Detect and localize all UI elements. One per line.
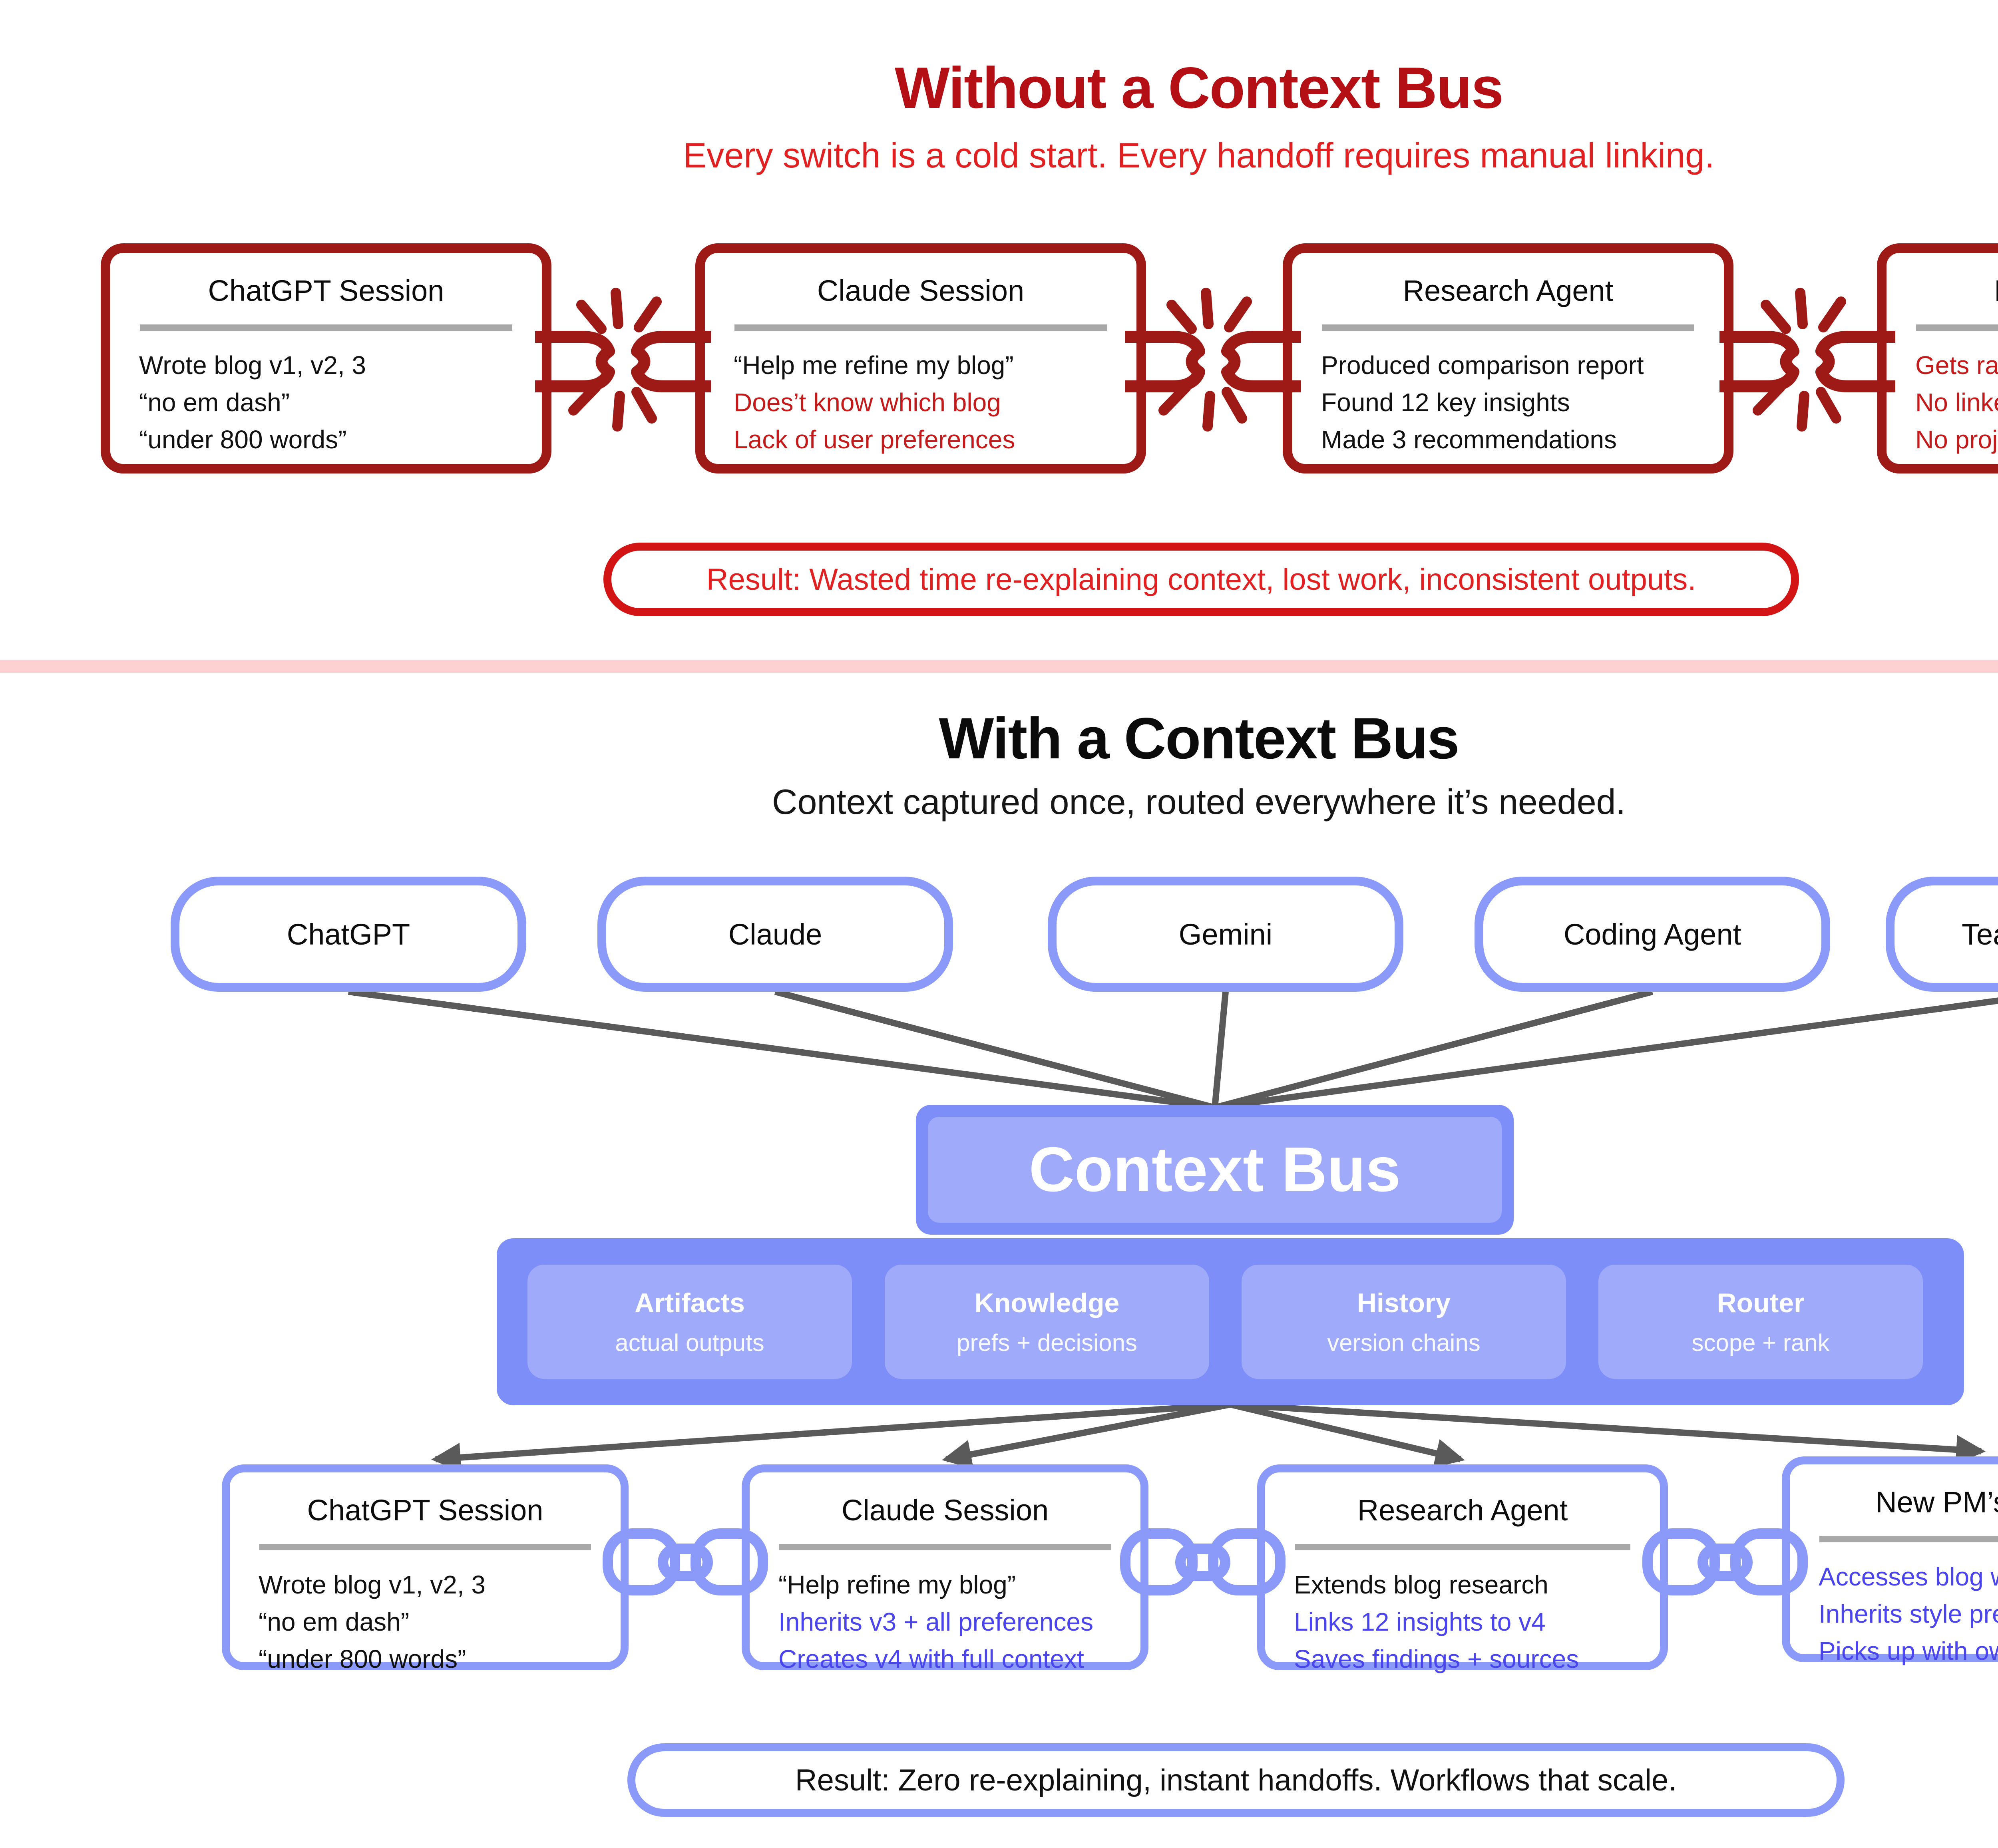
card-line: Creates v4 with full context	[778, 1645, 1084, 1673]
session-card-claude-top: Claude Session “Help me refine my blog” …	[695, 243, 1146, 473]
card-line: Lack of user preferences	[734, 425, 1015, 454]
bus-module-history: History version chains	[1242, 1265, 1566, 1379]
module-title: Knowledge	[974, 1287, 1120, 1318]
card-line: “Help refine my blog”	[778, 1570, 1016, 1599]
card-title: New PM’s Agent	[1875, 1486, 1998, 1519]
card-line: Extends blog research	[1294, 1570, 1548, 1599]
broken-chain-icon	[1719, 288, 1895, 432]
session-card-chatgpt-bottom: ChatGPT Session Wrote blog v1, v2, 3 “no…	[222, 1464, 629, 1673]
result-pill-with: Result: Zero re-explaining, instant hand…	[627, 1743, 1845, 1817]
divider	[779, 1544, 1111, 1550]
section-title-with: With a Context Bus	[939, 706, 1459, 771]
card-line: Links 12 insights to v4	[1294, 1607, 1546, 1636]
chain-link-icon	[1642, 1528, 1808, 1595]
card-line: Found 12 key insights	[1321, 388, 1570, 417]
card-line: Saves findings + sources	[1294, 1645, 1579, 1673]
card-title: Claude Session	[841, 1494, 1049, 1527]
source-label: ChatGPT	[287, 917, 410, 951]
chain-link-icon	[603, 1528, 768, 1595]
card-title: ChatGPT Session	[307, 1494, 543, 1527]
broken-chain-icon	[1125, 288, 1301, 432]
source-pill-claude: Claude	[597, 877, 953, 992]
module-title: Artifacts	[635, 1287, 745, 1318]
bus-module-knowledge: Knowledge prefs + decisions	[885, 1265, 1209, 1379]
module-title: History	[1357, 1287, 1451, 1318]
card-line: Picks up with own context	[1819, 1637, 1998, 1665]
session-card-claude-bottom: Claude Session “Help refine my blog” Inh…	[742, 1464, 1148, 1673]
broken-chain-icon	[535, 288, 711, 432]
context-bus-box: Context Bus	[916, 1105, 1514, 1235]
divider	[734, 324, 1107, 331]
source-label: Coding Agent	[1563, 917, 1741, 951]
card-line: “no em dash”	[139, 388, 290, 417]
session-card-newpm-top: New PM’s Agent Gets raw data dump No lin…	[1877, 243, 1998, 473]
card-title: Research Agent	[1357, 1494, 1568, 1527]
chain-link-icon	[1120, 1528, 1286, 1595]
section-subtitle-with: Context captured once, routed everywhere…	[772, 782, 1626, 822]
card-line: Gets raw data dump	[1915, 351, 1998, 380]
result-text: Result: Zero re-explaining, instant hand…	[795, 1763, 1677, 1797]
divider	[1295, 1544, 1630, 1550]
section-subtitle-without: Every switch is a cold start. Every hand…	[683, 135, 1715, 175]
card-line: No project context	[1915, 425, 1998, 454]
source-pill-gemini: Gemini	[1048, 877, 1403, 992]
card-line: Inherits v3 + all preferences	[778, 1607, 1093, 1636]
result-text: Result: Wasted time re-explaining contex…	[706, 562, 1696, 597]
source-pill-coding-agent: Coding Agent	[1475, 877, 1830, 992]
card-line: “under 800 words”	[259, 1645, 466, 1673]
card-title: New PM’s Agent	[1915, 274, 1998, 308]
card-title: ChatGPT Session	[208, 274, 444, 307]
source-pill-team-members: Team Members	[1886, 877, 1998, 992]
card-line: Produced comparison report	[1321, 351, 1644, 380]
session-card-chatgpt-top: ChatGPT Session Wrote blog v1, v2, 3 “no…	[101, 243, 551, 473]
card-line: No linked decisions	[1915, 388, 1998, 417]
card-line: Inherits style preferences	[1819, 1599, 1998, 1628]
divider	[1916, 324, 1998, 331]
bus-module-artifacts: Artifacts actual outputs	[527, 1265, 852, 1379]
module-subtitle: version chains	[1327, 1329, 1481, 1356]
card-line: Wrote blog v1, v2, 3	[139, 351, 366, 380]
card-line: Made 3 recommendations	[1321, 425, 1617, 454]
source-label: Gemini	[1178, 917, 1273, 951]
divider	[1819, 1536, 1998, 1542]
session-card-research-bottom: Research Agent Extends blog research Lin…	[1257, 1464, 1668, 1673]
card-title: Research Agent	[1403, 274, 1614, 307]
module-subtitle: actual outputs	[615, 1329, 764, 1356]
source-label: Team Members	[1962, 917, 1998, 951]
result-pill-without: Result: Wasted time re-explaining contex…	[603, 543, 1799, 616]
card-line: Does’t know which blog	[734, 388, 1001, 417]
context-bus-label: Context Bus	[928, 1117, 1502, 1223]
module-title: Router	[1717, 1287, 1805, 1318]
module-subtitle: prefs + decisions	[957, 1329, 1137, 1356]
card-line: “Help me refine my blog”	[734, 351, 1014, 380]
section-divider	[0, 660, 1998, 673]
card-line: “no em dash”	[259, 1607, 410, 1636]
source-label: Claude	[728, 917, 822, 951]
card-line: Accesses blog workflow	[1819, 1562, 1998, 1591]
divider	[1322, 324, 1694, 331]
card-title: Claude Session	[817, 274, 1025, 307]
card-line: “under 800 words”	[139, 425, 347, 454]
session-card-research-top: Research Agent Produced comparison repor…	[1283, 243, 1733, 473]
card-line: Wrote blog v1, v2, 3	[259, 1570, 486, 1599]
divider	[140, 324, 512, 331]
section-title-without: Without a Context Bus	[894, 55, 1504, 120]
session-card-newpm-bottom: New PM’s Agent Accesses blog workflow In…	[1782, 1456, 1998, 1665]
source-pill-chatgpt: ChatGPT	[171, 877, 526, 992]
module-subtitle: scope + rank	[1692, 1329, 1830, 1356]
divider	[259, 1544, 591, 1550]
bus-module-router: Router scope + rank	[1598, 1265, 1923, 1379]
